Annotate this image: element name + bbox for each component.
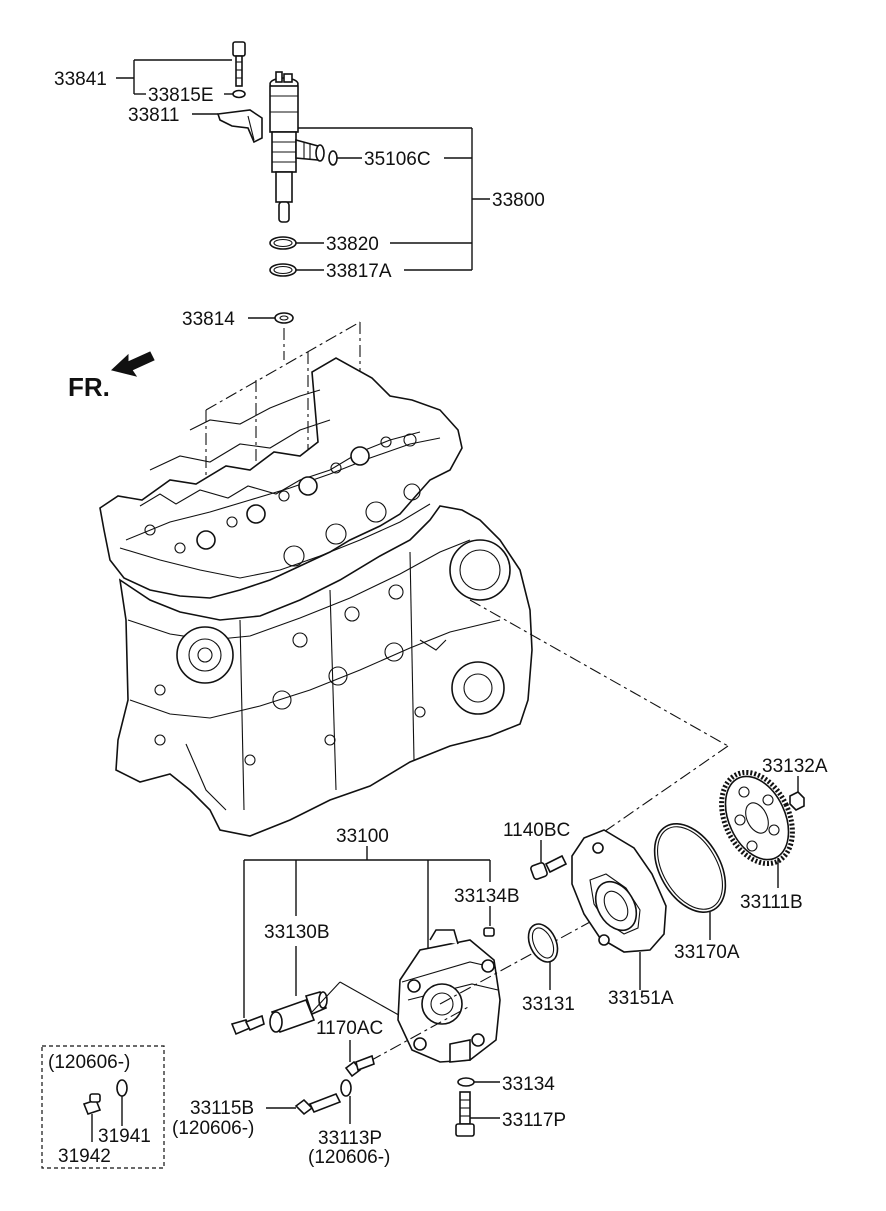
label-33117P: 33117P [502, 1110, 566, 1131]
label-33100: 33100 [336, 826, 389, 847]
label-31941: 31941 [98, 1126, 151, 1147]
label-33820: 33820 [326, 234, 379, 255]
label-33115B-note: (120606-) [172, 1118, 254, 1139]
label-33811: 33811 [128, 105, 179, 126]
front-label: FR. [68, 372, 110, 402]
label-33814: 33814 [182, 309, 235, 330]
engine-block [99, 321, 729, 837]
label-33130B: 33130B [264, 922, 330, 943]
label-33151A: 33151A [608, 988, 674, 1009]
injector-leaders [116, 59, 490, 271]
label-33815E: 33815E [148, 85, 214, 106]
fuel-pump-assembly [230, 769, 805, 1137]
label-1140BC: 1140BC [503, 820, 570, 841]
front-direction-marker: FR. [68, 351, 155, 402]
label-1170AC: 1170AC [316, 1018, 383, 1039]
label-33817A: 33817A [326, 261, 392, 282]
label-33111B: 33111B [740, 892, 803, 913]
injector-assembly [216, 41, 338, 277]
label-33113P-note: (120606-) [308, 1147, 390, 1168]
washer-33814 [248, 312, 294, 324]
label-35106C: 35106C [364, 149, 431, 170]
label-31942: 31942 [58, 1146, 111, 1167]
label-33170A: 33170A [674, 942, 740, 963]
gear-33111B [719, 769, 795, 867]
label-33115B: 33115B [190, 1098, 254, 1119]
label-33800: 33800 [492, 190, 545, 211]
label-inset-note: (120606-) [48, 1052, 130, 1073]
label-33132A: 33132A [762, 756, 828, 777]
label-33131: 33131 [522, 994, 575, 1015]
label-33134: 33134 [502, 1074, 555, 1095]
label-33113P: 33113P [318, 1128, 382, 1149]
inset-box [41, 1045, 165, 1169]
label-33134B: 33134B [454, 886, 520, 907]
part-labels: 33841 33815E 33811 35106C 33800 33820 33… [48, 69, 828, 1168]
label-33841: 33841 [54, 69, 107, 90]
